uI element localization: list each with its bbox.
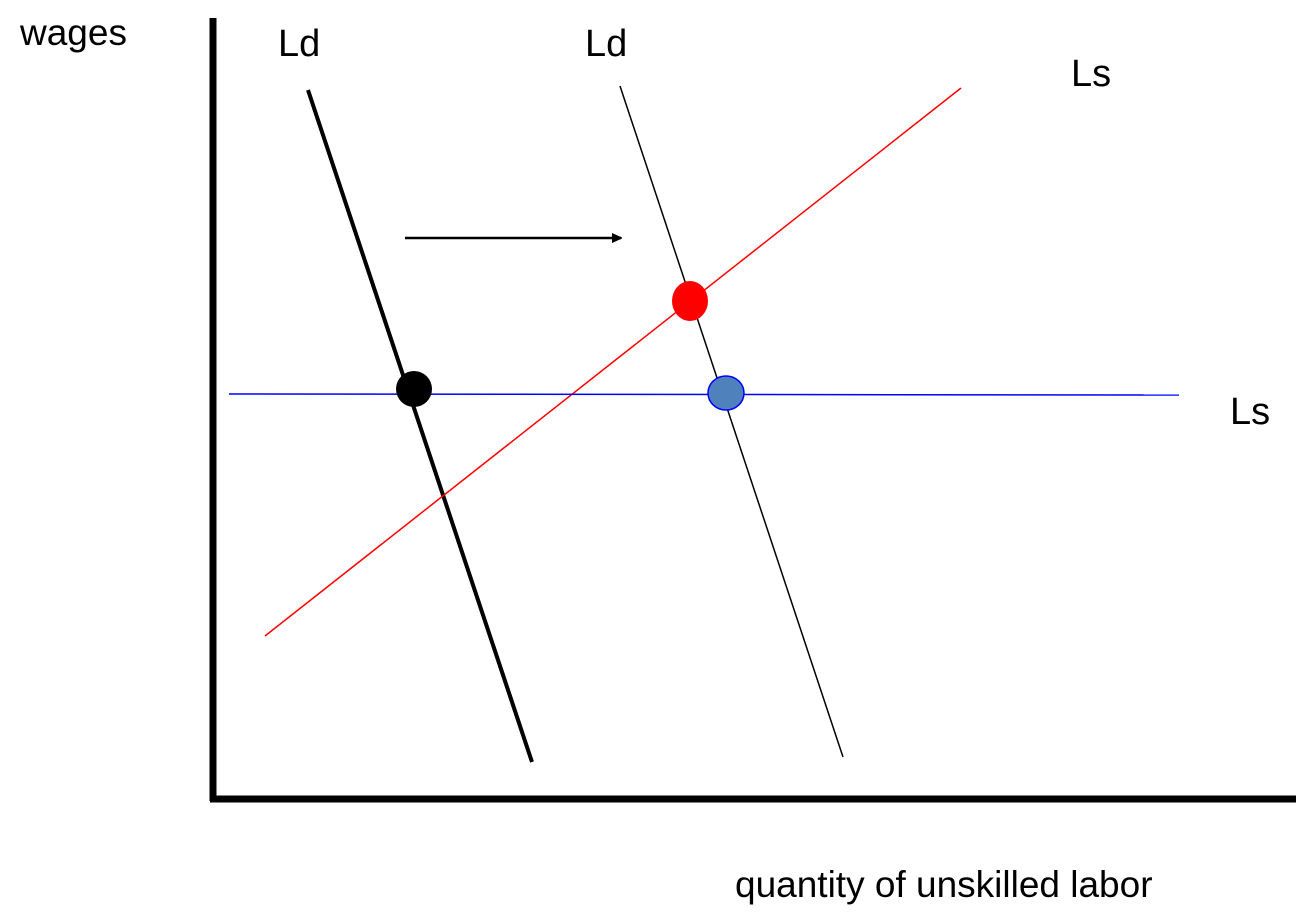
ld-original-label: Ld (278, 23, 320, 65)
ld-shifted-curve (619, 85, 844, 758)
ls-upward-curve (264, 87, 962, 637)
ls-upward-label: Ls (1071, 53, 1111, 95)
original-equilibrium-point (396, 371, 432, 407)
ld-original-curve (306, 89, 534, 763)
new-equilibrium-upward-supply-point (672, 281, 708, 321)
x-axis-label: quantity of unskilled labor (735, 864, 1153, 905)
new-equilibrium-flat-supply-point (707, 375, 745, 411)
ls-flat-curve (228, 393, 1180, 396)
ls-flat-label: Ls (1230, 391, 1270, 433)
y-axis-label: wages (19, 12, 127, 53)
ld-shifted-label: Ld (585, 23, 627, 65)
